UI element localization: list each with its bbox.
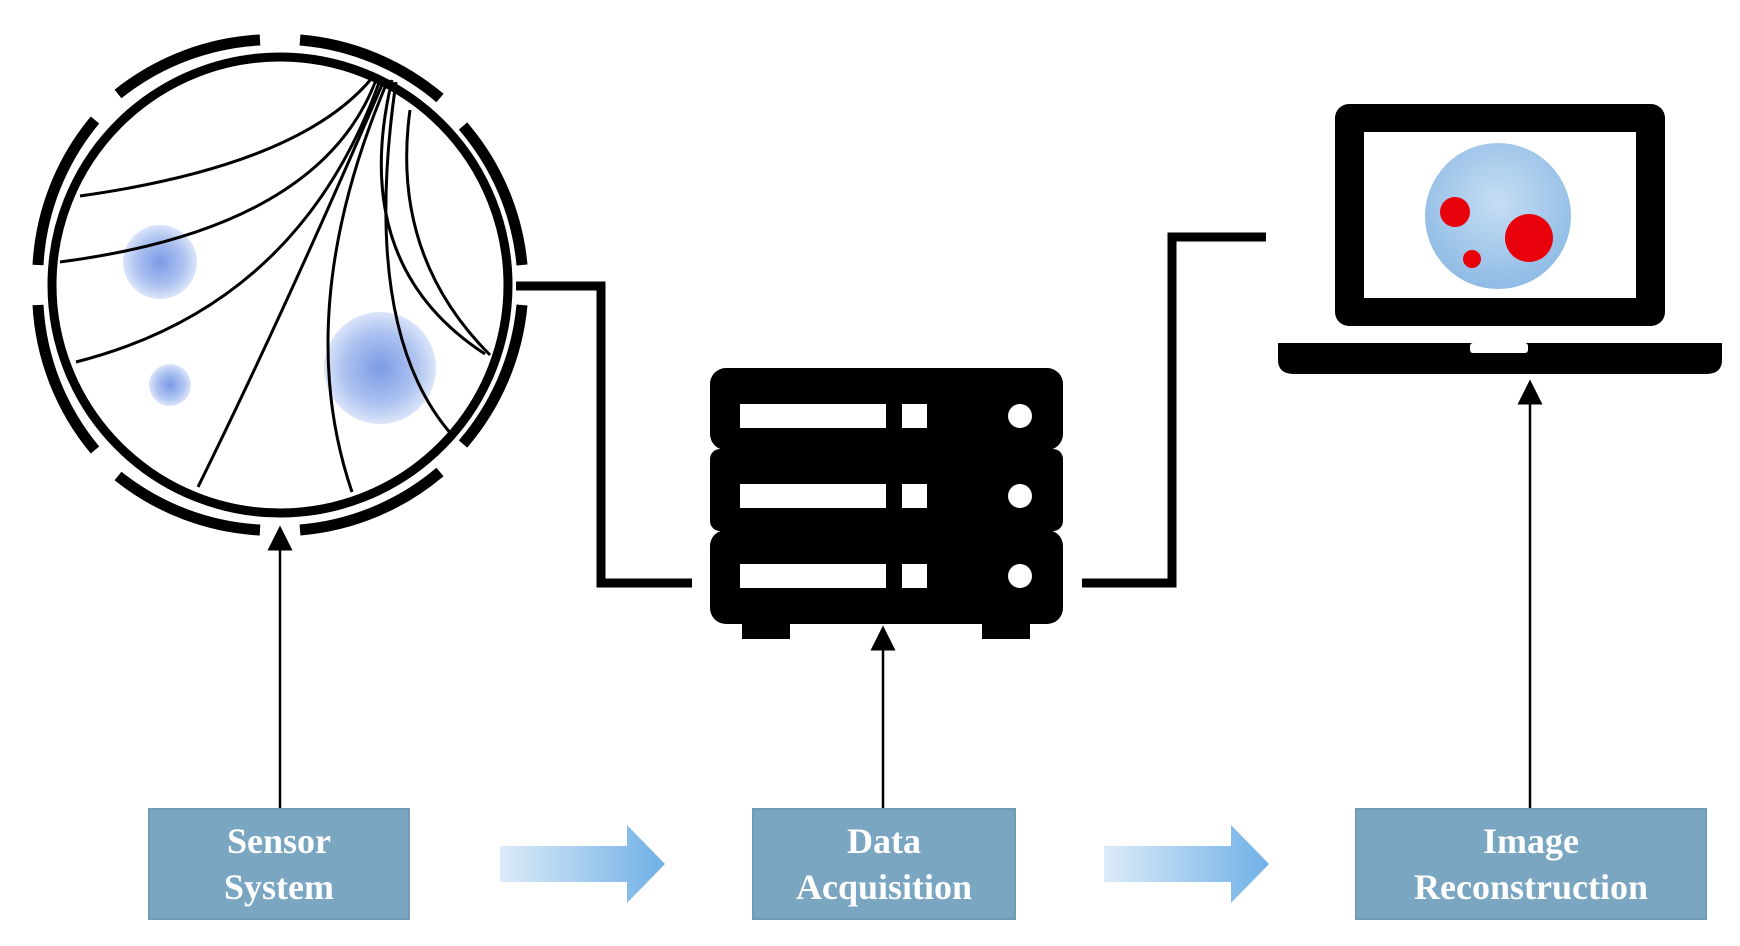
inclusion-blob-icon xyxy=(324,312,436,424)
server-rack-icon xyxy=(710,368,1063,639)
defect-marker-icon xyxy=(1505,214,1553,262)
sensor-ring-icon xyxy=(32,34,528,536)
flow-arrow-icon xyxy=(1104,825,1269,903)
inclusion-blob-icon xyxy=(123,225,197,299)
stage-label: Reconstruction xyxy=(1414,867,1648,907)
laptop-icon xyxy=(1278,104,1722,374)
stage-box-sensor-system: Sensor System xyxy=(148,808,410,920)
connector-cable xyxy=(516,232,1266,588)
stage-box-data-acquisition: Data Acquisition xyxy=(752,808,1016,920)
stage-label: Data xyxy=(847,821,921,861)
stage-label: Sensor xyxy=(226,821,331,861)
defect-marker-icon xyxy=(1463,250,1481,268)
inclusion-blob-icon xyxy=(149,364,191,406)
stage-label: Acquisition xyxy=(795,867,973,907)
stage-label: Image xyxy=(1483,821,1579,861)
stage-box-image-reconstruction: Image Reconstruction xyxy=(1355,808,1707,920)
flow-arrow-icon xyxy=(500,825,665,903)
defect-marker-icon xyxy=(1440,197,1470,227)
stage-label: System xyxy=(224,867,334,907)
pointer-arrows xyxy=(267,379,1543,808)
